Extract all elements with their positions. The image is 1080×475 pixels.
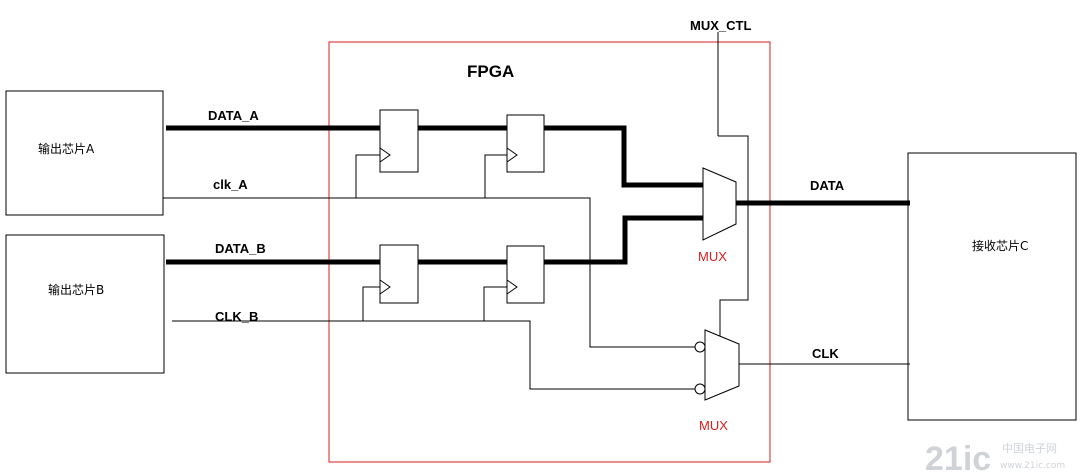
watermark-logo: 21ic 中国电子网 www.21ic.com: [925, 440, 1065, 475]
clk-b-label: CLK_B: [215, 309, 258, 324]
flip-flop-b1: [379, 244, 419, 304]
data-bus-wires: [166, 125, 910, 265]
data-out-label: DATA: [810, 178, 845, 193]
clk-b-tap-reg1: [362, 286, 380, 321]
watermark-url: www.21ic.com: [1000, 461, 1065, 471]
watermark-cn: 中国电子网: [1002, 442, 1057, 455]
data-mux-label: MUX: [698, 249, 727, 264]
invert-bubble-top: [694, 341, 706, 353]
chip-output-a-label: 输出芯片A: [38, 141, 95, 156]
chip-receiver-c: 接收芯片C: [907, 152, 1077, 421]
clk-a-wire: [163, 197, 697, 348]
chip-output-a: 输出芯片A: [5, 90, 164, 216]
data-mux: MUX: [698, 167, 737, 264]
clk-a-tap-reg1: [355, 154, 380, 198]
clk-mux: MUX: [694, 329, 740, 433]
mux-ctl-to-clk-mux: [718, 135, 749, 341]
data-a-to-mux: [544, 125, 703, 188]
clk-mux-label: MUX: [699, 418, 728, 433]
clk-b-wire: [172, 320, 697, 390]
clk-a-label: clk_A: [213, 177, 248, 192]
flip-flop-b2: [506, 245, 545, 304]
clk-b-tap-reg2: [483, 286, 507, 321]
data-b-to-mux: [544, 215, 703, 265]
chip-output-b: 输出芯片B: [5, 234, 165, 374]
watermark-brand: 21ic: [925, 440, 991, 475]
clk-out-label: CLK: [812, 346, 839, 361]
invert-bubble-bottom: [694, 383, 706, 395]
fpga-title: FPGA: [467, 62, 514, 81]
flip-flop-a2: [506, 114, 545, 173]
clk-a-tap-reg2: [484, 154, 507, 198]
data-b-label: DATA_B: [215, 241, 266, 256]
mux-ctl-label: MUX_CTL: [690, 18, 751, 33]
thin-wires: [163, 32, 910, 390]
data-a-label: DATA_A: [208, 108, 259, 123]
fpga-boundary: [328, 41, 771, 463]
flip-flop-a1: [379, 109, 419, 173]
chip-output-b-label: 输出芯片B: [48, 282, 104, 297]
chip-receiver-c-label: 接收芯片C: [972, 238, 1028, 253]
